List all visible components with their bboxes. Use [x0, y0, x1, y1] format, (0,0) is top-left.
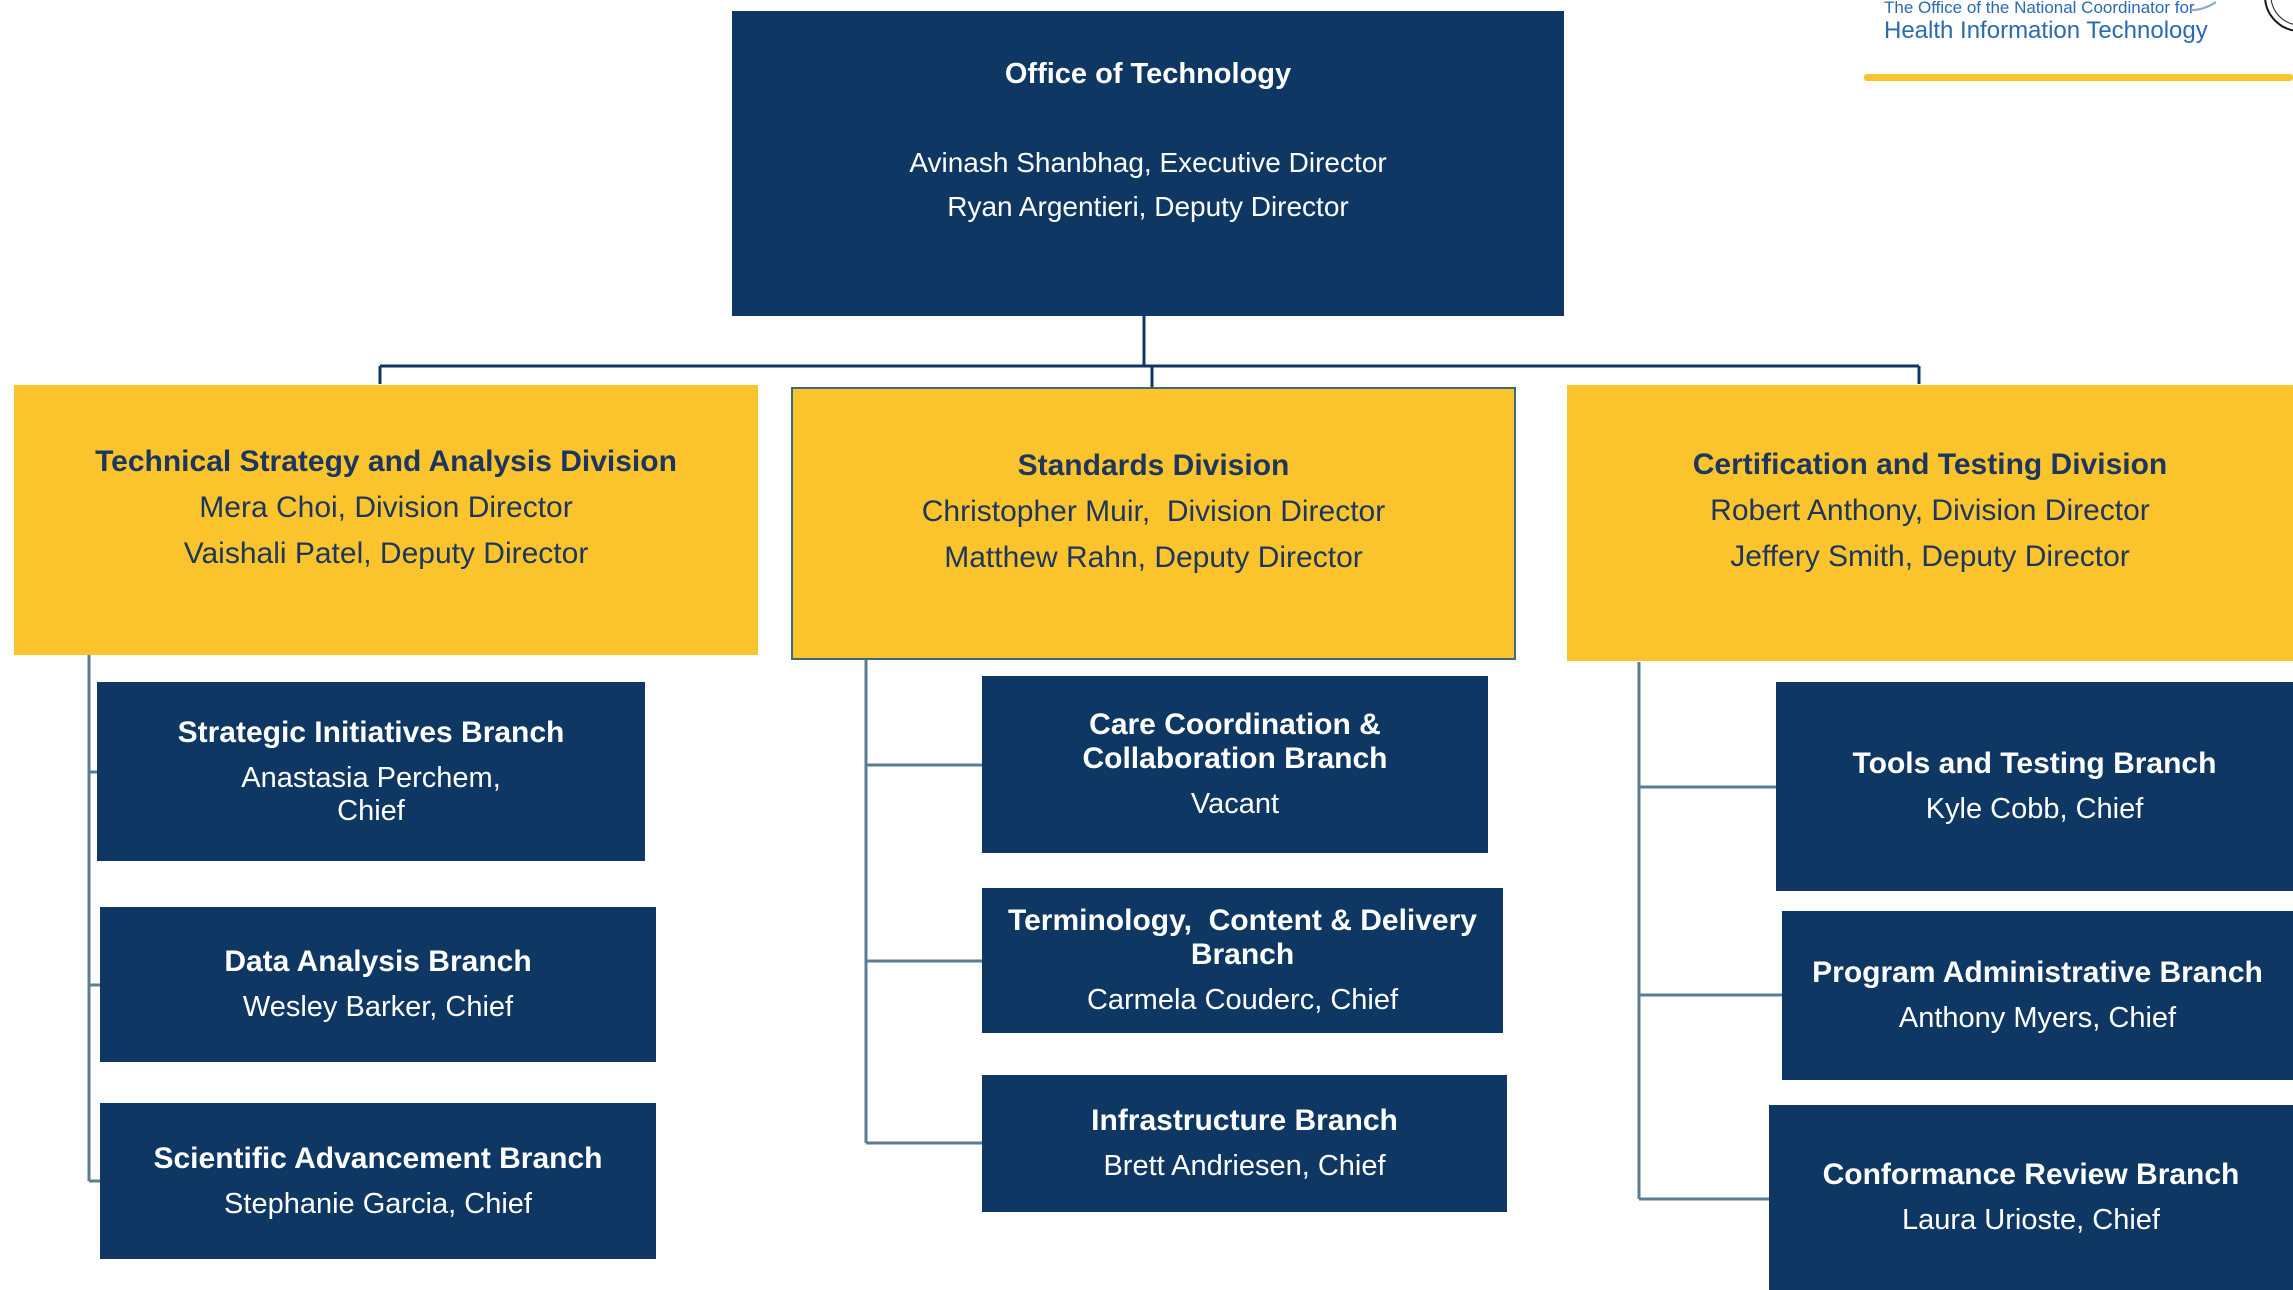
branch-title: Program Administrative Branch [1812, 956, 2263, 989]
office-executive-director: Avinash Shanbhag, Executive Director [909, 147, 1387, 178]
branch-title: Tools and Testing Branch [1852, 747, 2217, 780]
branch-chief: Vacant [1190, 788, 1280, 820]
office-of-technology-box: Office of Technology Avinash Shanbhag, E… [732, 11, 1564, 316]
division-technical-strategy: Technical Strategy and Analysis Division… [14, 385, 758, 655]
branch-conformance-review: Conformance Review Branch Laura Urioste,… [1769, 1105, 2293, 1290]
branch-title: Conformance Review Branch [1822, 1158, 2240, 1191]
branch-title: Strategic Initiatives Branch [177, 715, 565, 749]
branch-title: Data Analysis Branch [224, 945, 532, 978]
division-title: Technical Strategy and Analysis Division [95, 445, 677, 478]
office-deputy-director: Ryan Argentieri, Deputy Director [947, 191, 1349, 222]
division-director: Mera Choi, Division Director [199, 491, 573, 524]
division-standards: Standards Division Christopher Muir, Div… [791, 387, 1516, 660]
branch-title: Infrastructure Branch [1091, 1104, 1398, 1137]
branch-chief: Wesley Barker, Chief [242, 991, 514, 1023]
branch-strategic-initiatives: Strategic Initiatives Branch Anastasia P… [97, 682, 645, 861]
branch-scientific-advancement: Scientific Advancement Branch Stephanie … [100, 1103, 656, 1259]
logo-line-1: The Office of the National Coordinator f… [1884, 0, 2195, 17]
logo-swoosh-icon [2191, 1, 2217, 11]
branch-care-coordination: Care Coordination & Collaboration Branch… [982, 676, 1488, 853]
division-director: Christopher Muir, Division Director [921, 494, 1386, 528]
branch-infrastructure: Infrastructure Branch Brett Andriesen, C… [982, 1075, 1507, 1212]
branch-title-line-2: Collaboration Branch [1082, 742, 1388, 775]
branch-tools-testing: Tools and Testing Branch Kyle Cobb, Chie… [1776, 682, 2293, 891]
branch-program-administrative: Program Administrative Branch Anthony My… [1782, 911, 2293, 1080]
logo-accent-bar [1864, 74, 2293, 81]
division-deputy: Matthew Rahn, Deputy Director [944, 540, 1363, 574]
branch-chief: Carmela Couderc, Chief [1086, 984, 1399, 1016]
branch-title-line-2: Branch [1190, 938, 1295, 971]
division-title: Standards Division [1017, 448, 1290, 482]
branch-chief: Laura Urioste, Chief [1902, 1204, 2160, 1236]
division-director: Robert Anthony, Division Director [1710, 494, 2150, 527]
branch-chief: Stephanie Garcia, Chief [224, 1187, 532, 1220]
branch-chief: Anastasia Perchem, [241, 761, 501, 794]
division-title: Certification and Testing Division [1692, 448, 2168, 481]
branch-title-line-1: Care Coordination & [1089, 708, 1381, 741]
branch-data-analysis: Data Analysis Branch Wesley Barker, Chie… [100, 907, 656, 1062]
branch-title-line-1: Terminology, Content & Delivery [1008, 904, 1477, 937]
division-certification-testing: Certification and Testing Division Rober… [1567, 385, 2293, 661]
branch-terminology-content-delivery: Terminology, Content & Delivery Branch C… [982, 888, 1503, 1033]
division-deputy: Vaishali Patel, Deputy Director [183, 537, 589, 570]
branch-chief: Brett Andriesen, Chief [1103, 1150, 1386, 1182]
branch-chief-title: Chief [337, 794, 405, 827]
office-title: Office of Technology [1004, 58, 1292, 90]
branch-chief: Kyle Cobb, Chief [1925, 793, 2144, 825]
branch-title: Scientific Advancement Branch [153, 1141, 603, 1175]
branch-chief: Anthony Myers, Chief [1898, 1002, 2177, 1034]
logo-line-2: Health Information Technology [1884, 17, 2208, 44]
division-deputy: Jeffery Smith, Deputy Director [1730, 540, 2130, 573]
